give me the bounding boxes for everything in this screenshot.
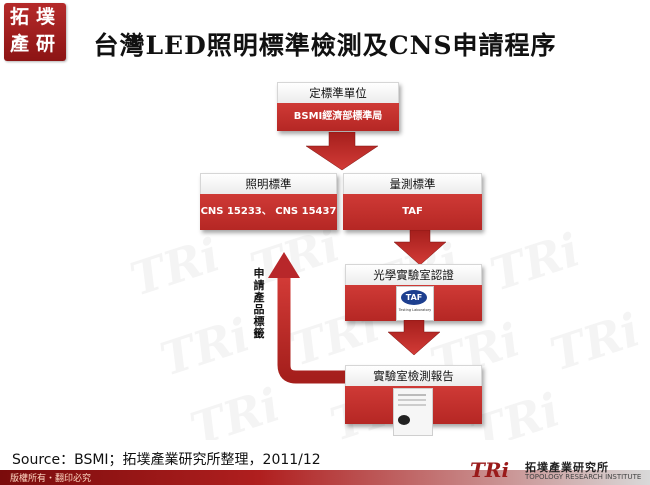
box-standard-unit-body: BSMI經濟部標準局 (277, 103, 399, 131)
taf-logo-caption: Testing Laboratory (398, 308, 432, 312)
apply-label-char: 籤 (253, 327, 265, 340)
box-lighting-standard-body: CNS 15233、 CNS 15437 (200, 194, 337, 230)
box-measure-standard-header: 量測標準 (343, 173, 482, 194)
apply-label-char: 標 (253, 315, 265, 328)
box-lab-certification: 光學實驗室認證 TAF Testing Laboratory (345, 264, 482, 321)
box-measure-standard-body: TAF (343, 194, 482, 230)
return-arrow (268, 252, 345, 384)
brand-name-cn: 拓墣產業研究所 (525, 461, 609, 474)
logo-char-4: 研 (36, 33, 56, 55)
box-lab-certification-header: 光學實驗室認證 (345, 264, 482, 285)
brand-mark: TRi (470, 458, 510, 482)
source-note: Source：BSMI；拓墣產業研究所整理，2011/12 (12, 452, 321, 468)
taf-logo: TAF Testing Laboratory (396, 286, 434, 321)
bottom-bar: 版權所有・翻印必究 (0, 470, 650, 485)
report-thumbnail-lines (398, 394, 426, 396)
brand-name-en: TOPOLOGY RESEARCH INSTITUTE (525, 473, 642, 481)
box-lighting-standard: 照明標準 CNS 15233、 CNS 15437 (200, 173, 337, 230)
box-lab-report-header: 實驗室檢測報告 (345, 365, 482, 386)
report-thumbnail (393, 388, 433, 436)
arrow-down-1 (305, 132, 379, 171)
apply-label-char: 請 (253, 279, 265, 292)
apply-label-text: 申 請 產 品 標 籤 (250, 268, 268, 340)
copyright-text: 版權所有・翻印必究 (10, 474, 92, 484)
arrow-down-3 (387, 320, 441, 356)
box-lab-certification-body: TAF Testing Laboratory (345, 285, 482, 321)
logo-char-1: 拓 (10, 6, 30, 28)
logo-char-2: 墣 (36, 6, 56, 28)
box-standard-unit: 定標準單位 BSMI經濟部標準局 (277, 82, 399, 131)
apply-label-char: 申 (253, 267, 265, 280)
report-thumbnail-photo (398, 415, 410, 425)
logo: 拓 墣 產 研 (4, 3, 66, 61)
arrow-down-2 (393, 230, 447, 266)
box-lighting-standard-header: 照明標準 (200, 173, 337, 194)
box-standard-unit-header: 定標準單位 (277, 82, 399, 103)
apply-label-char: 品 (253, 303, 265, 316)
logo-char-3: 產 (10, 33, 30, 55)
box-lab-report: 實驗室檢測報告 (345, 365, 482, 424)
apply-label-char: 產 (253, 291, 265, 304)
taf-logo-oval: TAF (401, 290, 427, 305)
box-measure-standard: 量測標準 TAF (343, 173, 482, 230)
page-title: 台灣LED照明標準檢測及CNS申請程序 (93, 31, 557, 60)
